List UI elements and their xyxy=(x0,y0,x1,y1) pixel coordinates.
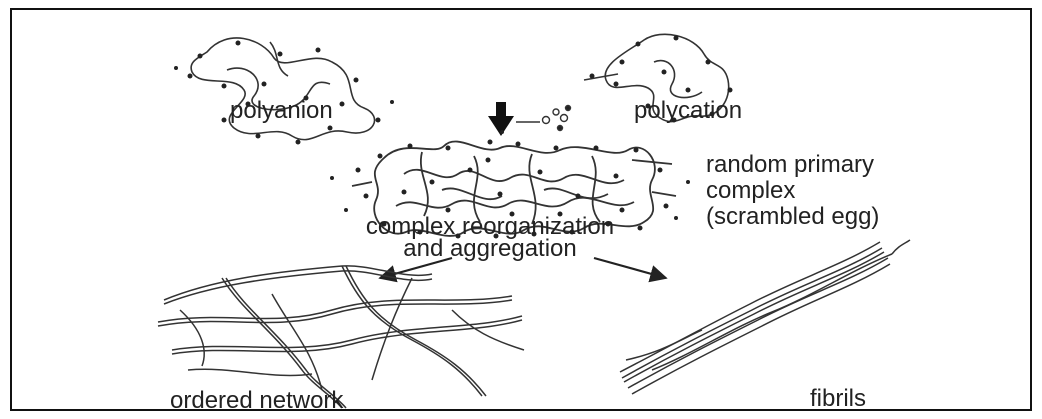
ordered-network-label: ordered network xyxy=(170,388,343,411)
random-complex-line-1: random primary xyxy=(706,152,874,178)
released-counterions xyxy=(516,106,571,131)
polycation-label: polycation xyxy=(634,98,742,124)
diagram-frame: polyanion polycation random primary comp… xyxy=(10,8,1032,411)
polyanion-coil xyxy=(191,38,374,140)
polyanion-label: polyanion xyxy=(230,98,333,124)
random-complex-line-3: (scrambled egg) xyxy=(706,204,879,230)
fibrils-label: fibrils xyxy=(810,386,866,411)
reorganization-line-2: and aggregation xyxy=(330,236,650,262)
random-complex-line-2: complex xyxy=(706,178,795,204)
polyanion-ions xyxy=(174,41,394,145)
fibrils-strands xyxy=(620,240,910,394)
